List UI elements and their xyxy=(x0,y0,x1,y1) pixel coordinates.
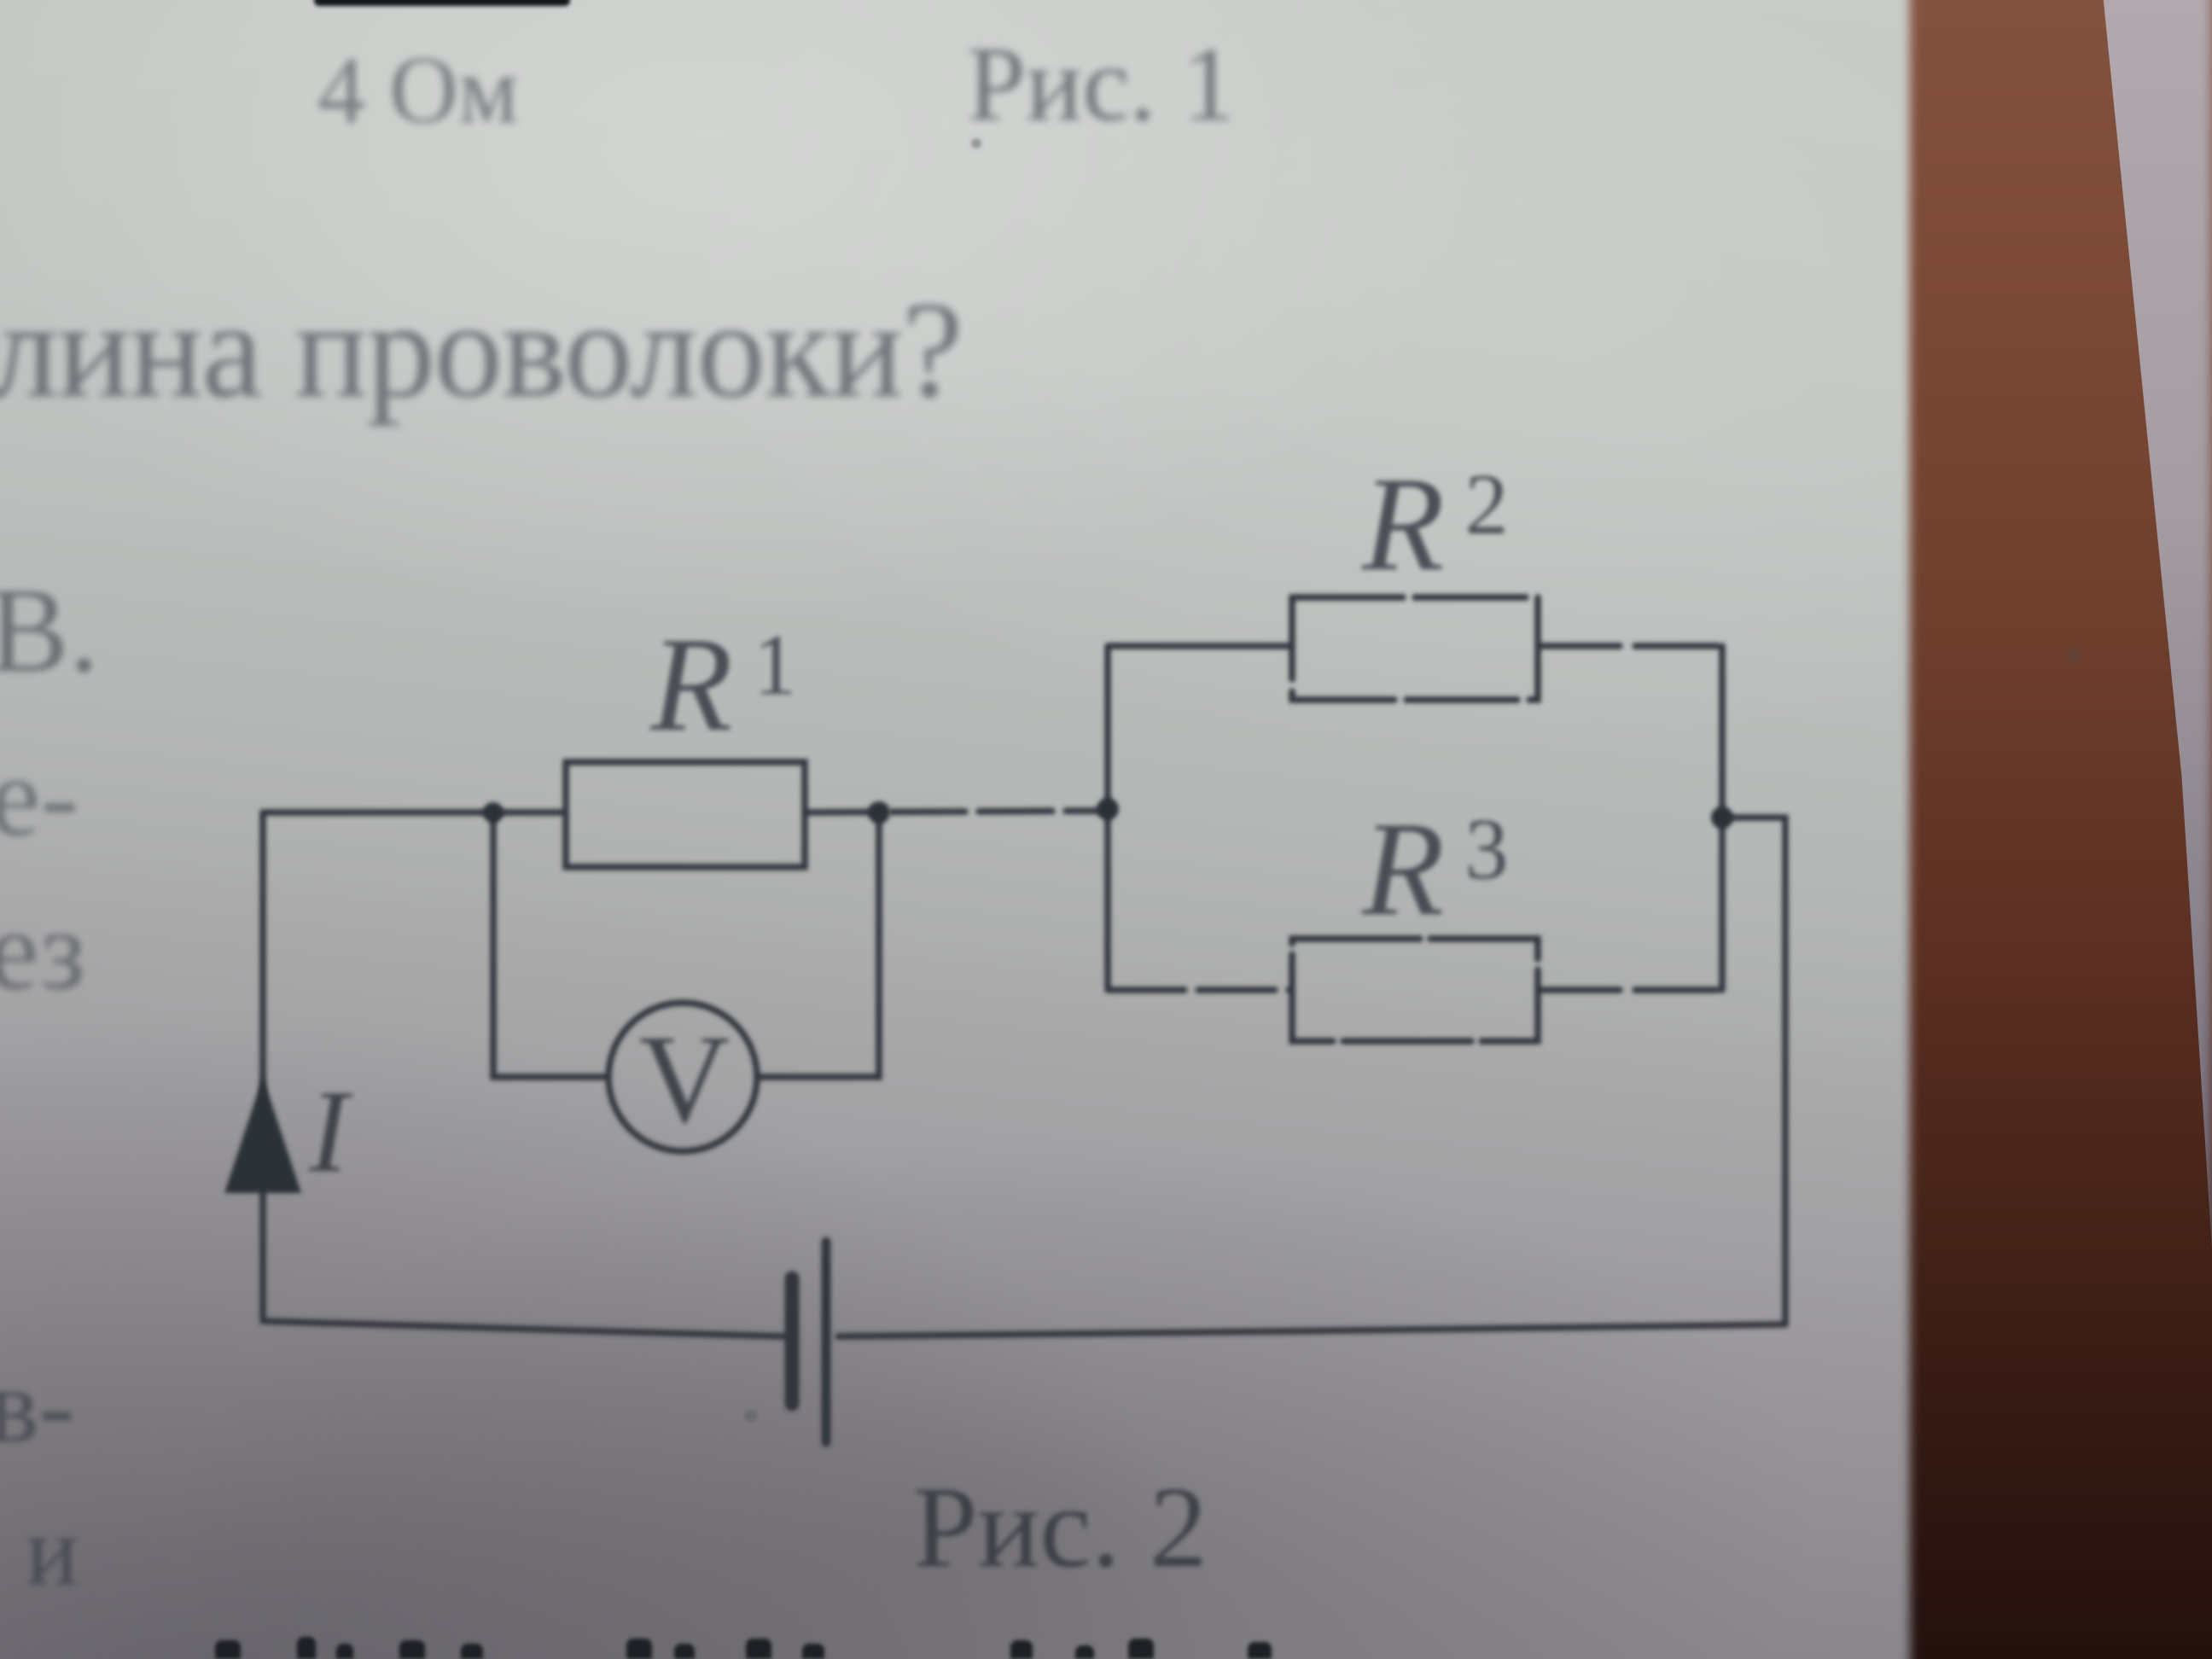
cropped-glyph xyxy=(1010,1640,1033,1659)
cropped-glyph xyxy=(215,1640,241,1659)
wire-bottom-right xyxy=(835,1321,1789,1340)
cropped-glyph xyxy=(336,1644,353,1659)
margin-fragment: е- xyxy=(0,733,79,859)
current-arrowhead xyxy=(224,1077,301,1193)
wire-bottom xyxy=(259,1318,789,1340)
margin-fragment: ез xyxy=(0,887,86,1013)
paper-speck xyxy=(744,1410,758,1422)
node-dot-left xyxy=(483,802,504,823)
cropped-glyph xyxy=(746,1639,771,1659)
wire-voltmeter-right xyxy=(754,809,882,1080)
resistor-r3-body xyxy=(1289,935,1541,1045)
cropped-glyph xyxy=(399,1640,425,1659)
wire-top-mid xyxy=(801,807,1111,816)
cropped-glyph xyxy=(802,1644,824,1659)
voltmeter-label: V xyxy=(638,1010,731,1150)
resistor-index: 2 xyxy=(1464,457,1509,553)
resistor-letter: R xyxy=(1362,450,1445,599)
current-label: I xyxy=(309,1066,348,1196)
cropped-glyph xyxy=(626,1639,652,1659)
figure1-caption: Рис. 1 xyxy=(967,26,1236,143)
paper-speck xyxy=(2067,650,2079,661)
dark-object-top-edge xyxy=(314,0,570,6)
node-dot-after-r1 xyxy=(868,801,890,824)
wire-right-vertical xyxy=(1719,814,1789,1328)
margin-fragment: и xyxy=(26,1497,79,1606)
resistor-r2-body xyxy=(1289,594,1541,703)
resistor-index: 3 xyxy=(1464,801,1509,898)
node-dot-parallel-left xyxy=(1097,798,1119,820)
node-dot-parallel-right xyxy=(1711,806,1733,829)
voltmeter-body xyxy=(605,999,760,1155)
cropped-glyph xyxy=(1075,1645,1094,1659)
cropped-glyph xyxy=(461,1644,483,1659)
cropped-glyph xyxy=(1128,1639,1154,1659)
resistor-letter: R xyxy=(650,610,733,760)
resistor-letter: R xyxy=(1362,795,1445,944)
resistor-index: 1 xyxy=(753,617,797,713)
question-text-fragment: лина проволоки? xyxy=(0,274,963,427)
resistor-r1-body xyxy=(562,759,808,870)
paper-speck xyxy=(971,138,981,148)
figure2-caption: Рис. 2 xyxy=(913,1464,1208,1592)
resistance-note: 4 Ом xyxy=(317,38,519,143)
wire-voltmeter-left xyxy=(490,809,612,1080)
cropped-glyph xyxy=(297,1637,316,1659)
cropped-glyph xyxy=(1248,1642,1272,1659)
cropped-glyph xyxy=(674,1644,695,1659)
margin-fragment: в- xyxy=(0,1347,75,1465)
margin-fragment: В. xyxy=(0,562,100,697)
